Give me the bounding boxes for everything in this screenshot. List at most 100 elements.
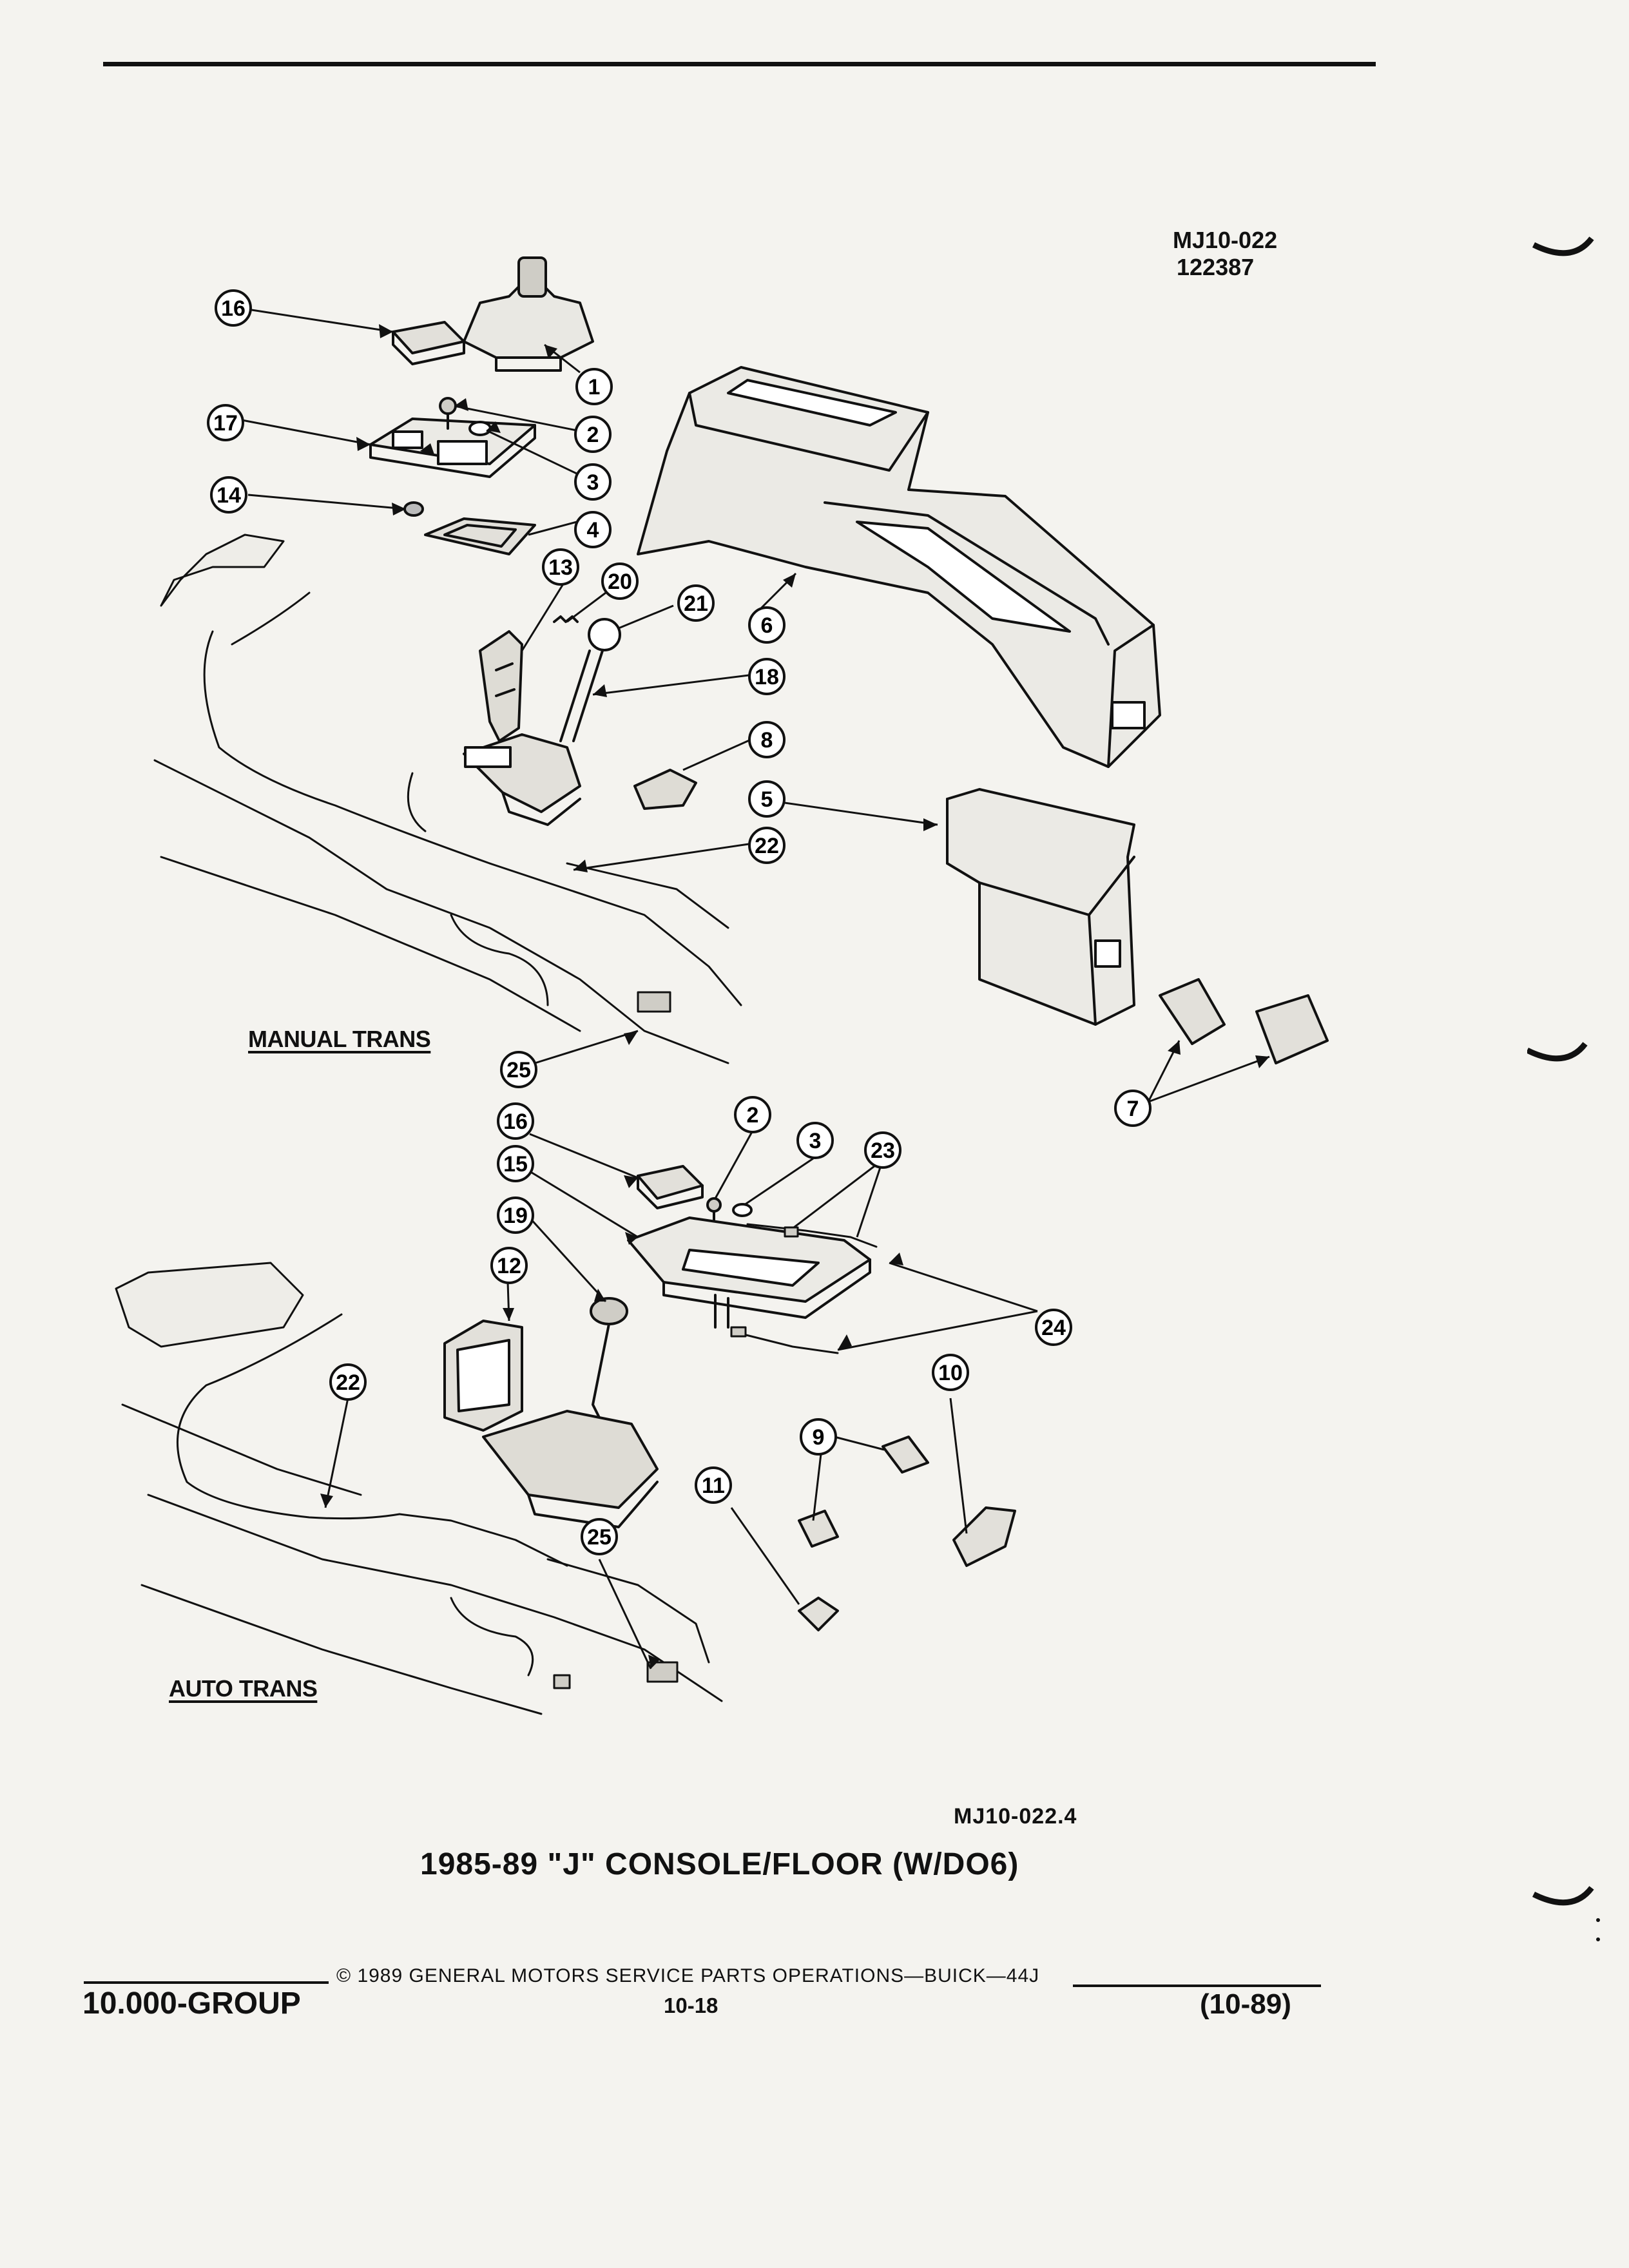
callout-label: 18 — [755, 665, 779, 689]
callout-label: 7 — [1127, 1097, 1139, 1121]
nut-14 — [403, 501, 424, 517]
callout-12: 12 — [490, 1247, 528, 1284]
callout-label: 2 — [747, 1103, 759, 1128]
callout-label: 13 — [548, 555, 573, 580]
callout-label: 16 — [221, 296, 246, 321]
callout-label: 2 — [587, 423, 599, 447]
callout-23: 23 — [864, 1131, 901, 1169]
callout-label: 14 — [217, 483, 241, 508]
callout-label: 1 — [588, 375, 601, 399]
rear-console-5 — [946, 788, 1135, 1026]
bulb-3 — [468, 421, 492, 436]
shifter-assembly-18 — [463, 649, 604, 826]
auto-floor-harness — [115, 1262, 723, 1715]
manual-trans-label: MANUAL TRANS — [248, 1026, 431, 1052]
auto-trans-label: AUTO TRANS — [169, 1675, 318, 1702]
ashtray-bezels-7 — [1159, 978, 1329, 1064]
shifter-trim-plate-auto-15 — [627, 1216, 871, 1329]
shift-boot — [463, 256, 594, 372]
callout-10: 10 — [932, 1354, 969, 1391]
manual-floor-harness — [153, 533, 742, 1064]
callout-17: 17 — [207, 404, 244, 441]
callout-25: 25 — [500, 1051, 537, 1088]
callout-label: 16 — [503, 1110, 528, 1134]
reference-code: MJ10-022 — [1173, 227, 1278, 253]
revision-date: (10-89) — [1200, 1988, 1291, 2020]
callout-label: 3 — [809, 1129, 822, 1153]
brackets-9-10-11 — [798, 1436, 1016, 1631]
callout-20: 20 — [601, 562, 639, 600]
callout-22: 22 — [748, 827, 786, 864]
callout-label: 23 — [871, 1139, 895, 1163]
footer-rule-left — [84, 1981, 329, 1984]
callout-label: 15 — [503, 1152, 528, 1177]
reference-date: 122387 — [1177, 254, 1255, 280]
footer-rule-right — [1073, 1984, 1321, 1987]
shifter-trim-plate — [369, 418, 536, 478]
callout-25: 25 — [581, 1518, 618, 1555]
callout-label: 22 — [755, 834, 779, 858]
callout-16: 16 — [497, 1102, 534, 1140]
callout-label: 17 — [213, 411, 238, 436]
callout-label: 5 — [761, 787, 773, 812]
ashtray-insert — [392, 321, 465, 365]
callout-22: 22 — [329, 1363, 367, 1401]
figure-title: 1985-89 "J" CONSOLE/FLOOR (W/DO6) — [420, 1847, 1019, 1881]
callout-label: 25 — [587, 1525, 612, 1550]
callout-8: 8 — [748, 721, 786, 758]
callout-13: 13 — [542, 548, 579, 586]
exploded-parts-diagram: 1611723144132021618852225716232315191224… — [115, 256, 1329, 1715]
callout-label: 6 — [761, 613, 773, 638]
harness-24 — [730, 1326, 839, 1354]
bracket-13 — [479, 630, 523, 742]
callout-label: 24 — [1041, 1316, 1066, 1340]
callout-6: 6 — [748, 606, 786, 644]
callout-16: 16 — [215, 289, 252, 327]
callout-9: 9 — [800, 1418, 837, 1456]
callout-1: 1 — [575, 368, 613, 405]
callout-2: 2 — [574, 416, 612, 453]
harness-23 — [746, 1223, 878, 1248]
seal-4 — [424, 517, 536, 555]
callout-5: 5 — [748, 780, 786, 818]
callout-4: 4 — [574, 511, 612, 548]
top-rule — [103, 62, 1376, 66]
callout-label: 3 — [587, 470, 599, 495]
switch-8 — [633, 769, 697, 810]
callout-label: 19 — [503, 1204, 528, 1228]
page-number: 10-18 — [664, 1994, 718, 2017]
callout-21: 21 — [677, 584, 715, 622]
callout-label: 20 — [608, 570, 632, 594]
callout-label: 9 — [813, 1425, 825, 1450]
callout-14: 14 — [210, 476, 247, 514]
group-number: 10.000-GROUP — [82, 1986, 301, 2021]
callout-24: 24 — [1035, 1309, 1072, 1346]
front-console-6 — [637, 366, 1161, 768]
callout-label: 10 — [938, 1361, 963, 1385]
bracket-12 — [443, 1320, 523, 1432]
shifter-base-auto — [482, 1410, 659, 1528]
ashtray-insert-auto — [637, 1165, 704, 1209]
page-edge-marks — [1527, 236, 1600, 1941]
callout-label: 12 — [497, 1254, 521, 1278]
callout-2: 2 — [734, 1096, 771, 1133]
screw-bulb-auto — [706, 1197, 753, 1225]
callout-7: 7 — [1114, 1090, 1152, 1127]
callout-label: 21 — [684, 591, 708, 616]
callout-label: 25 — [506, 1058, 531, 1082]
callout-label: 11 — [702, 1474, 725, 1498]
callout-label: 8 — [761, 728, 773, 753]
figure-code: MJ10-022.4 — [954, 1804, 1077, 1829]
callout-19: 19 — [497, 1196, 534, 1234]
spring-20-bulb-21 — [553, 615, 621, 651]
callout-3: 3 — [574, 463, 612, 501]
copyright-line: © 1989 GENERAL MOTORS SERVICE PARTS OPER… — [336, 1965, 1040, 1986]
callout-15: 15 — [497, 1145, 534, 1182]
callout-18: 18 — [748, 658, 786, 695]
callout-label: 4 — [587, 518, 599, 543]
callout-11: 11 — [695, 1466, 732, 1504]
callout-3: 3 — [796, 1122, 834, 1159]
callout-label: 22 — [336, 1370, 360, 1395]
